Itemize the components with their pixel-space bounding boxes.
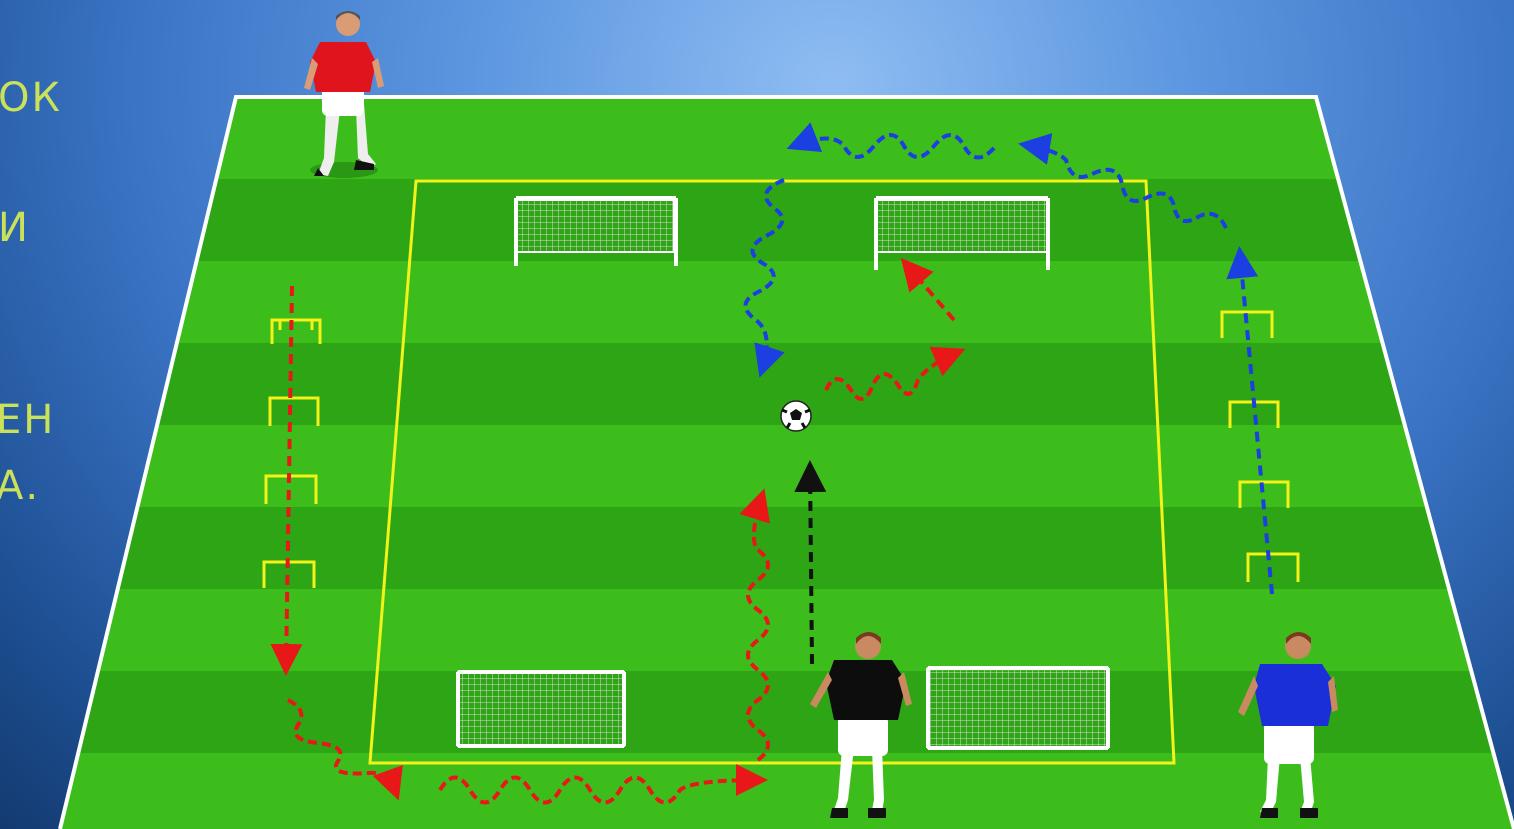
- goal-icon: [458, 672, 624, 746]
- soccer-ball-icon: [781, 401, 811, 431]
- goal-icon: [928, 668, 1108, 748]
